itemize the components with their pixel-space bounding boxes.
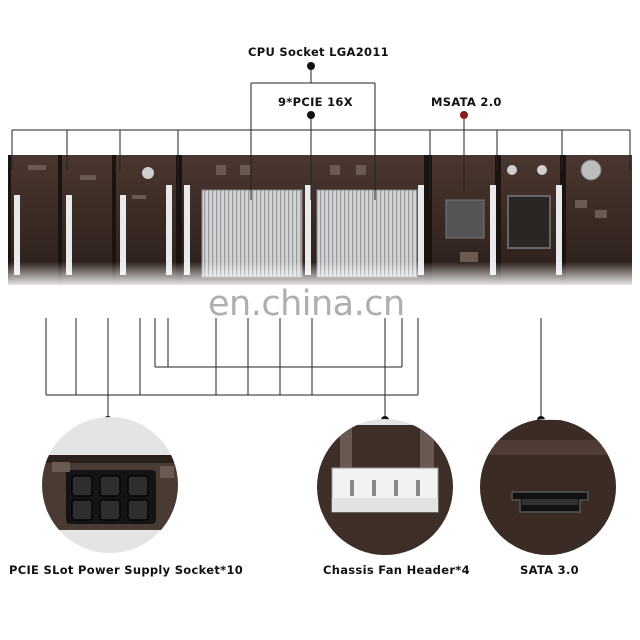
- pcie-label: 9*PCIE 16X: [278, 95, 353, 109]
- power-socket-detail: [40, 417, 180, 553]
- watermark: en.china.cn: [208, 284, 405, 324]
- sata-label: SATA 3.0: [520, 563, 579, 577]
- motherboard: [8, 155, 632, 288]
- sata-detail: [478, 419, 618, 555]
- fan-header-detail: [315, 419, 455, 555]
- msata-label: MSATA 2.0: [431, 95, 502, 109]
- fan-header-label: Chassis Fan Header*4: [323, 563, 470, 577]
- bottom-callout-lines: [46, 318, 541, 420]
- cpu-socket-dot: [307, 62, 315, 70]
- cpu-socket-label: CPU Socket LGA2011: [248, 45, 389, 59]
- pcie-dot: [307, 111, 315, 119]
- msata-dot: [460, 111, 468, 119]
- power-socket-label: PCIE SLot Power Supply Socket*10: [9, 563, 243, 577]
